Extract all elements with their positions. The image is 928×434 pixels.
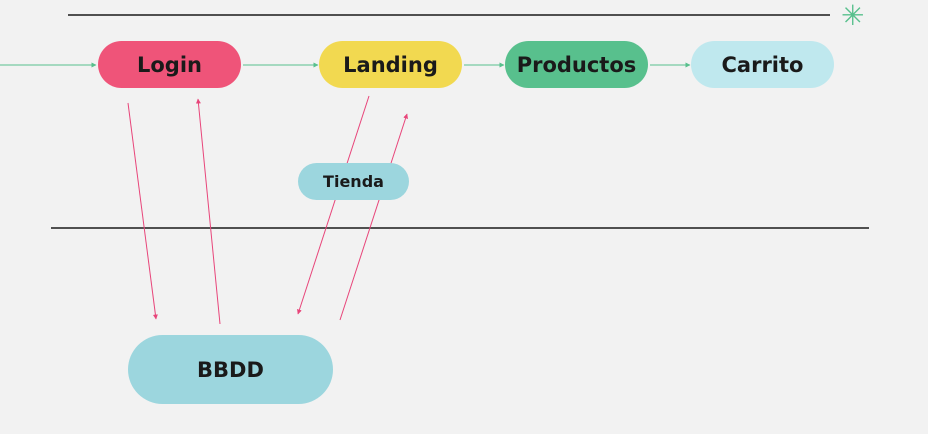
bbdd-to-login-arrow (195, 98, 221, 325)
tienda-node: Tienda (298, 163, 409, 200)
bbdd-to-landing-arrow (339, 113, 408, 321)
bbdd-node-label: BBDD (197, 357, 264, 382)
login-to-bbdd-arrow (127, 102, 158, 320)
landing-node: Landing (319, 41, 462, 88)
tienda-node-label: Tienda (323, 172, 384, 191)
login-node: Login (98, 41, 241, 88)
landing-node-label: Landing (343, 52, 438, 77)
carrito-node: Carrito (691, 41, 834, 88)
productos-node: Productos (505, 41, 648, 88)
productos-node-label: Productos (516, 52, 637, 77)
carrito-node-label: Carrito (721, 52, 804, 77)
asterisk-icon: ✳ (841, 0, 865, 32)
landing-to-bbdd-arrow (297, 95, 370, 315)
bbdd-node: BBDD (128, 335, 333, 404)
login-node-label: Login (137, 52, 202, 77)
